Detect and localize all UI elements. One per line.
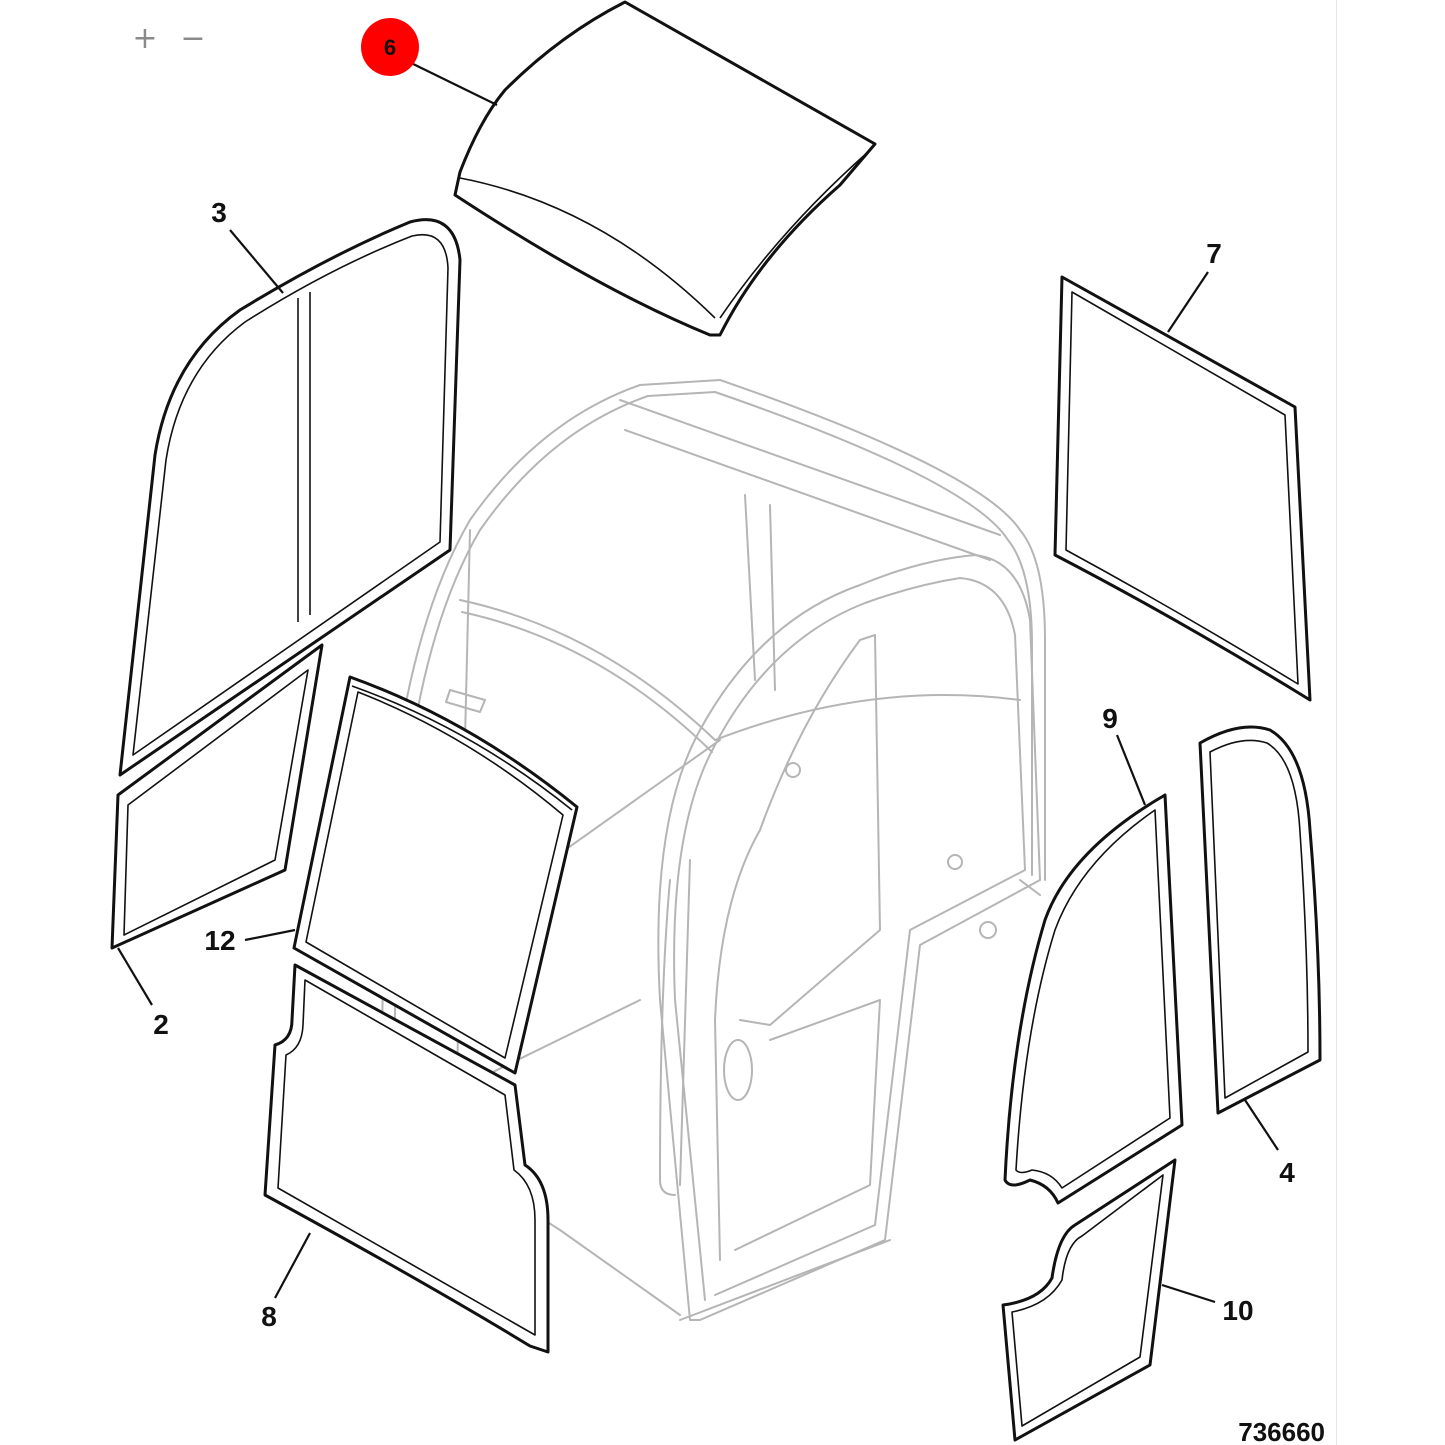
zoom-in-button[interactable]: + (132, 21, 158, 56)
callout-9-label[interactable]: 9 (1102, 703, 1118, 734)
zoom-controls: + − (128, 22, 210, 56)
viewer-border (1336, 0, 1337, 1445)
part-8-front-lower-glass[interactable] (263, 963, 550, 1354)
leader-lines (117, 59, 1279, 1304)
part-6-roof-glass[interactable] (453, 0, 877, 337)
part-12-front-upper-glass[interactable] (292, 675, 579, 1075)
hotspot-6-marker[interactable] (361, 18, 419, 76)
part-2-lower-side-glass[interactable] (110, 643, 324, 950)
part-9-door-upper-glass[interactable] (1003, 793, 1184, 1205)
callout-12-label[interactable]: 12 (204, 925, 235, 956)
part-4-rear-side-glass[interactable] (1198, 725, 1322, 1115)
part-7-rear-glass[interactable] (1053, 275, 1312, 702)
callout-4-label[interactable]: 4 (1279, 1157, 1295, 1188)
drawing-number: 736660 (1238, 1417, 1325, 1445)
part-3-side-glass[interactable] (118, 218, 462, 777)
callout-6-label: 6 (384, 35, 396, 60)
parts-diagram: 6 3 7 9 12 2 4 8 10 736660 (110, 0, 1325, 1445)
zoom-out-button[interactable]: − (180, 21, 206, 56)
callout-6[interactable]: 6 (361, 18, 419, 76)
callout-3-label[interactable]: 3 (211, 197, 227, 228)
callout-2-label[interactable]: 2 (153, 1009, 169, 1040)
callout-7-label[interactable]: 7 (1206, 238, 1222, 269)
callout-10-label[interactable]: 10 (1222, 1295, 1253, 1326)
part-10-door-lower-glass[interactable] (1001, 1158, 1177, 1442)
callout-8-label[interactable]: 8 (261, 1301, 277, 1332)
